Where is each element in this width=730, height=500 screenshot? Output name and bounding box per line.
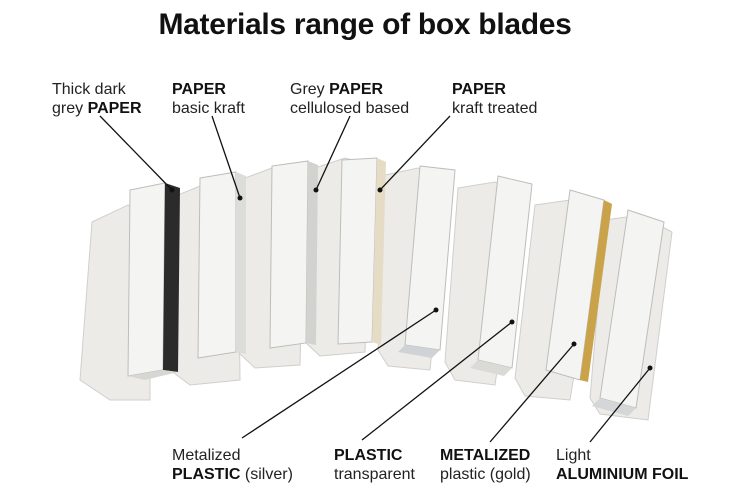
blade-paper-basic-kraft bbox=[197, 171, 246, 359]
blade-thick-dark-grey-paper bbox=[127, 182, 180, 380]
leader-thick-dark-grey-paper bbox=[99, 115, 173, 191]
leader-light-aluminium-foil bbox=[589, 367, 651, 443]
label-thick-dark-grey-paper: Thick dark grey PAPER bbox=[52, 81, 142, 117]
leader-grey-paper-cellulosed bbox=[315, 115, 351, 191]
leader-paper-kraft-treated bbox=[379, 115, 451, 191]
leader-metalized-plastic-silver bbox=[241, 309, 437, 439]
blade-paper-kraft-treated bbox=[337, 157, 386, 345]
label-metalized-plastic-silver: Metalized PLASTIC (silver) bbox=[172, 447, 293, 483]
blade-metalized-plastic-gold bbox=[545, 189, 612, 382]
blade-light-aluminium-foil bbox=[592, 209, 665, 416]
blade-grey-paper-cellulosed bbox=[269, 160, 318, 349]
leader-lines bbox=[99, 115, 651, 443]
leader-metalized-plastic-gold bbox=[489, 343, 575, 443]
blade-plastic-transparent bbox=[470, 175, 533, 376]
label-paper-kraft-treated: PAPER kraft treated bbox=[452, 81, 538, 117]
leader-paper-basic-kraft bbox=[211, 115, 241, 199]
blade-metalized-plastic-silver bbox=[398, 165, 456, 358]
label-paper-basic-kraft: PAPER basic kraft bbox=[172, 81, 245, 117]
label-metalized-plastic-gold: METALIZED plastic (gold) bbox=[440, 447, 531, 483]
label-grey-paper-cellulosed: Grey PAPER cellulosed based bbox=[290, 81, 410, 117]
label-light-aluminium-foil: Light ALUMINIUM FOIL bbox=[556, 447, 689, 483]
label-plastic-transparent: PLASTIC transparent bbox=[334, 447, 415, 483]
page-title: Materials range of box blades bbox=[158, 8, 572, 41]
leader-plastic-transparent bbox=[361, 321, 513, 441]
leader-dots bbox=[169, 187, 653, 371]
